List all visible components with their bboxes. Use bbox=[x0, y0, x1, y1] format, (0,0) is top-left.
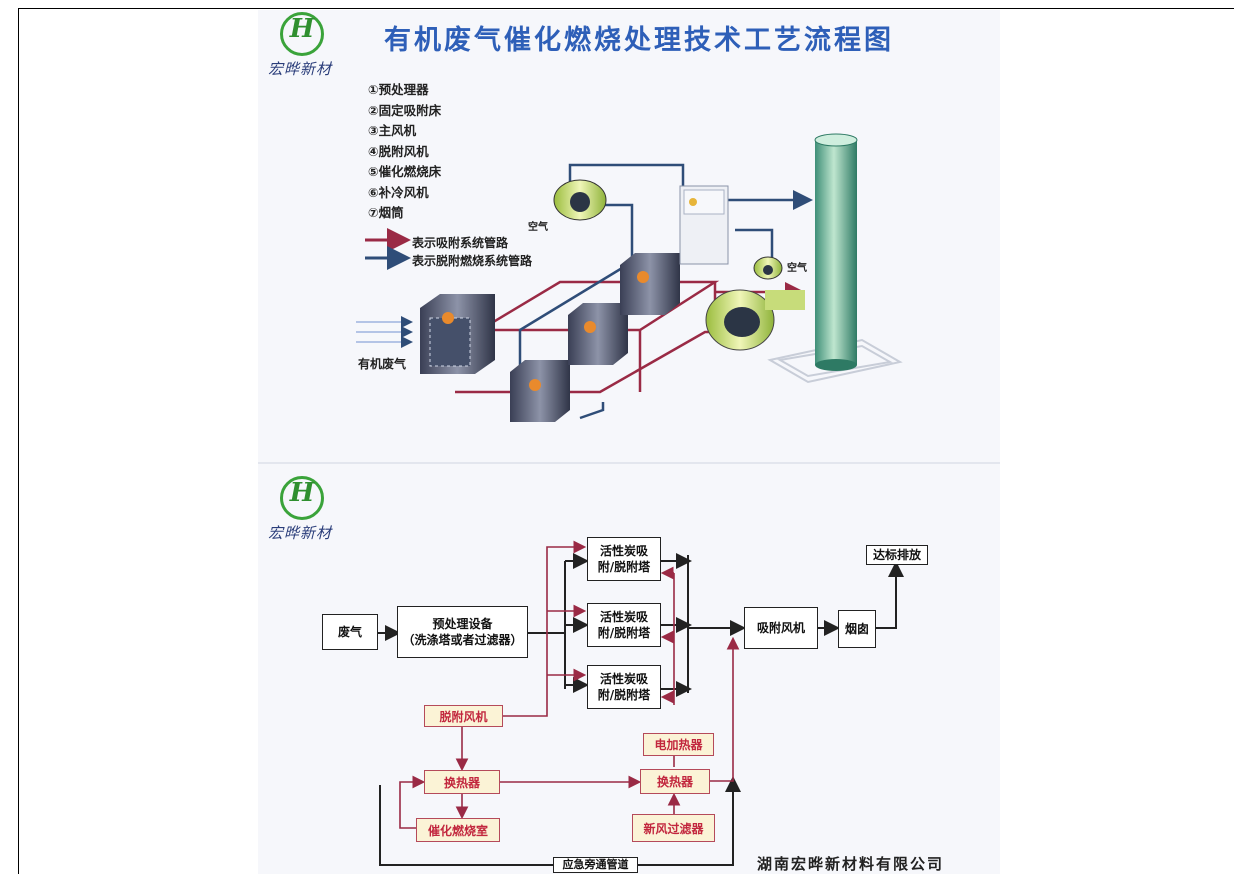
legend-adsorption-text: 表示吸附系统管路 bbox=[412, 236, 509, 250]
equipment-legend: ①预处理器 ②固定吸附床 ③主风机 ④脱附风机 ⑤催化燃烧床 ⑥补冷风机 ⑦烟筒 bbox=[368, 80, 441, 224]
cooling-fan-icon bbox=[753, 256, 783, 280]
catalytic-chamber-box: 催化燃烧室 bbox=[416, 818, 500, 842]
legend-item: ②固定吸附床 bbox=[368, 102, 442, 118]
legend-item: ⑦烟筒 bbox=[368, 205, 404, 220]
heat-exchanger-2-box: 换热器 bbox=[640, 769, 710, 794]
logo-ring-icon bbox=[280, 12, 324, 56]
inlet-label: 有机废气 bbox=[358, 357, 407, 371]
adsorption-bed-icon bbox=[510, 360, 570, 422]
adsorption-bed-icon bbox=[620, 253, 680, 315]
logo-glyph: H bbox=[289, 478, 315, 508]
air-label-1: 空气 bbox=[528, 222, 548, 233]
chimney-box: 烟囱 bbox=[838, 610, 876, 648]
brand-name: 宏晔新材 bbox=[268, 524, 333, 542]
carbon-tower-box: 活性炭吸 附/脱附塔 bbox=[587, 665, 661, 709]
logo-glyph: H bbox=[289, 14, 315, 44]
pretreatment-unit-icon bbox=[420, 294, 495, 374]
adsorption-bed-icon bbox=[568, 303, 628, 365]
legend-item: ①预处理器 bbox=[368, 82, 429, 97]
inlet-arrows bbox=[356, 316, 413, 348]
carbon-tower-box: 活性炭吸 附/脱附塔 bbox=[587, 603, 661, 647]
pretreatment-title: 预处理设备 bbox=[432, 617, 493, 631]
desorption-fan-box: 脱附风机 bbox=[424, 705, 503, 727]
page-title: 有机废气催化燃烧处理技术工艺流程图 bbox=[384, 25, 894, 56]
heat-exchanger-box: 换热器 bbox=[424, 770, 500, 794]
carbon-tower-box: 活性炭吸 附/脱附塔 bbox=[587, 537, 661, 581]
bypass-pipe-box: 应急旁通管道 bbox=[553, 857, 638, 873]
waste-gas-box: 废气 bbox=[322, 614, 378, 650]
legend-item: ③主风机 bbox=[368, 123, 417, 138]
company-name: 湖南宏晔新材料有限公司 bbox=[757, 855, 945, 873]
tower-label-line1: 活性炭吸 bbox=[599, 672, 648, 686]
chimney-icon bbox=[767, 133, 903, 384]
air-label-2: 空气 bbox=[787, 263, 807, 274]
tower-label-line2: 附/脱附塔 bbox=[597, 626, 651, 640]
tower-label-line1: 活性炭吸 bbox=[599, 610, 648, 624]
legend-desorption-text: 表示脱附燃烧系统管路 bbox=[412, 254, 533, 268]
catalytic-bed-icon bbox=[679, 185, 729, 265]
pretreatment-box: 预处理设备 （洗涤塔或者过滤器） bbox=[397, 606, 528, 658]
legend-item: ⑥补冷风机 bbox=[368, 184, 429, 200]
desorption-fan-icon bbox=[553, 179, 607, 221]
discharge-box: 达标排放 bbox=[866, 545, 928, 565]
brand-logo-top: H 宏晔新材 bbox=[262, 12, 352, 82]
tower-label-line2: 附/脱附塔 bbox=[597, 560, 651, 574]
brand-name: 宏晔新材 bbox=[268, 60, 333, 78]
electric-heater-box: 电加热器 bbox=[643, 733, 714, 756]
brand-logo-bottom: H 宏晔新材 bbox=[262, 476, 352, 546]
page-border bbox=[18, 8, 1234, 874]
poster-panel bbox=[258, 10, 1000, 874]
section-divider bbox=[258, 462, 1000, 464]
main-fan-icon bbox=[705, 289, 805, 351]
legend-item: ④脱附风机 bbox=[368, 143, 429, 159]
fresh-air-filter-box: 新风过滤器 bbox=[632, 814, 715, 842]
legend-item: ⑤催化燃烧床 bbox=[368, 164, 442, 179]
tower-label-line1: 活性炭吸 bbox=[599, 544, 648, 558]
main-fan-box: 吸附风机 bbox=[744, 607, 818, 649]
logo-ring-icon bbox=[280, 476, 324, 520]
tower-label-line2: 附/脱附塔 bbox=[597, 688, 651, 702]
pretreatment-subtitle: （洗涤塔或者过滤器） bbox=[402, 633, 523, 647]
